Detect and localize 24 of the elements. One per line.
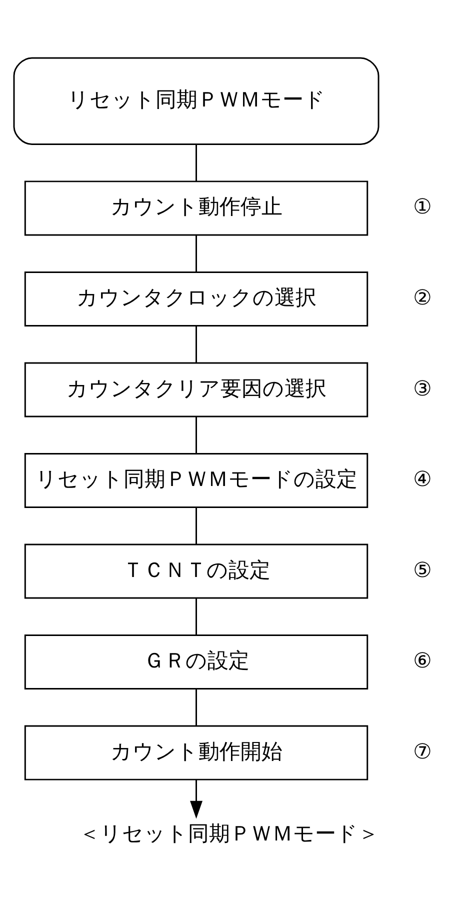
node-label: ④: [413, 467, 432, 492]
node-box: カウント動作停止: [24, 180, 368, 236]
node-box: リセット同期ＰＷＭモードの設定: [24, 452, 368, 508]
connector: [196, 235, 197, 272]
node-box: カウンタクロックの選択: [24, 271, 368, 326]
node-box: ＧＲの設定: [24, 634, 368, 690]
connector: [196, 598, 197, 635]
connector: [196, 144, 197, 182]
node-box: カウント動作開始: [24, 725, 368, 780]
node-label: ②: [413, 285, 432, 310]
node-label: ⑥: [413, 648, 432, 673]
connector: [196, 416, 197, 454]
node-box: リセット同期ＰＷＭモード: [13, 57, 380, 145]
connector: [196, 507, 197, 544]
caption: ＜リセット同期ＰＷＭモード＞: [79, 821, 379, 846]
node-label: ①: [413, 194, 432, 219]
node-box: カウンタクリア要因の選択: [24, 362, 368, 418]
arrow: [190, 780, 203, 819]
node-box: ＴＣＮＴの設定: [24, 544, 368, 599]
node-label: ⑦: [413, 739, 432, 764]
connector: [196, 688, 197, 726]
connector: [196, 326, 197, 363]
node-label: ⑤: [413, 558, 432, 582]
node-label: ③: [413, 376, 432, 400]
